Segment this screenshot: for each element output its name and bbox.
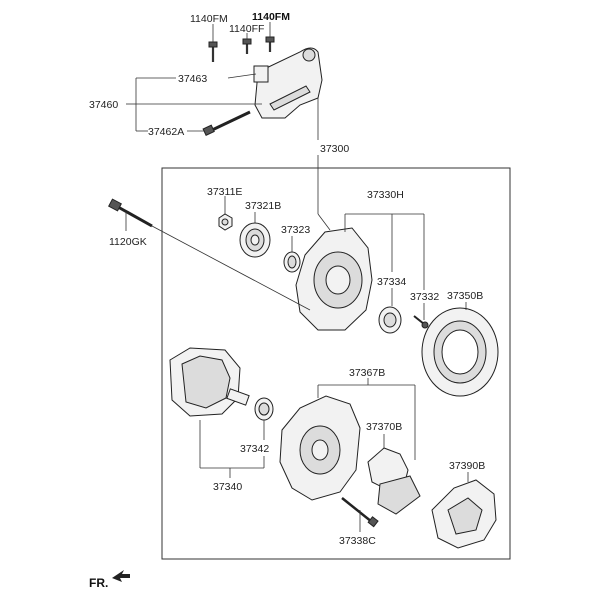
bolt-37462A [202, 110, 251, 136]
bolt-1140FF [242, 38, 252, 54]
label-37367B: 37367B [349, 367, 385, 379]
label-37311E: 37311E [207, 186, 242, 198]
rear-bracket-37367B [279, 395, 361, 501]
label-37390B: 37390B [449, 460, 485, 472]
bearing-37334 [378, 306, 402, 334]
bolt-1140FM-right [265, 36, 275, 52]
stator-37350B [421, 307, 499, 397]
bolt-37338C [341, 497, 379, 528]
label-1120GK: 1120GK [109, 236, 147, 248]
label-37323: 37323 [281, 224, 310, 236]
spacer-37323 [283, 251, 301, 273]
bearing-37342 [254, 397, 274, 421]
rear-cover-37390B [431, 479, 497, 549]
bolt-1140FM-left [208, 41, 218, 62]
label-37340: 37340 [213, 481, 242, 493]
label-1140FM-right: 1140FM [252, 11, 290, 23]
label-37330H: 37330H [367, 189, 404, 201]
label-37350B: 37350B [447, 290, 483, 302]
label-1140FF: 1140FF [229, 23, 264, 35]
label-37321B: 37321B [245, 200, 281, 212]
front-label: FR. [89, 576, 108, 590]
label-37460: 37460 [89, 99, 118, 111]
bolt-1120GK [108, 198, 153, 228]
label-37370B: 37370B [366, 421, 402, 433]
label-37300: 37300 [320, 143, 349, 155]
front-bracket-37330H [295, 227, 373, 331]
label-37463: 37463 [178, 73, 207, 85]
bracket-assembly [253, 47, 323, 119]
nut-37311E [218, 213, 233, 231]
label-1140FM-left: 1140FM [190, 13, 228, 25]
pulley-37321B [239, 222, 271, 258]
label-37342: 37342 [240, 443, 269, 455]
label-37338C: 37338C [339, 535, 376, 547]
label-37462A: 37462A [148, 126, 184, 138]
label-37332: 37332 [410, 291, 439, 303]
arrow-icon [112, 570, 130, 582]
screw-37332 [413, 315, 429, 329]
label-37334: 37334 [377, 276, 406, 288]
regulator-37370B [367, 447, 421, 515]
rotor-37340 [169, 347, 250, 417]
assembly-frame [161, 167, 511, 560]
